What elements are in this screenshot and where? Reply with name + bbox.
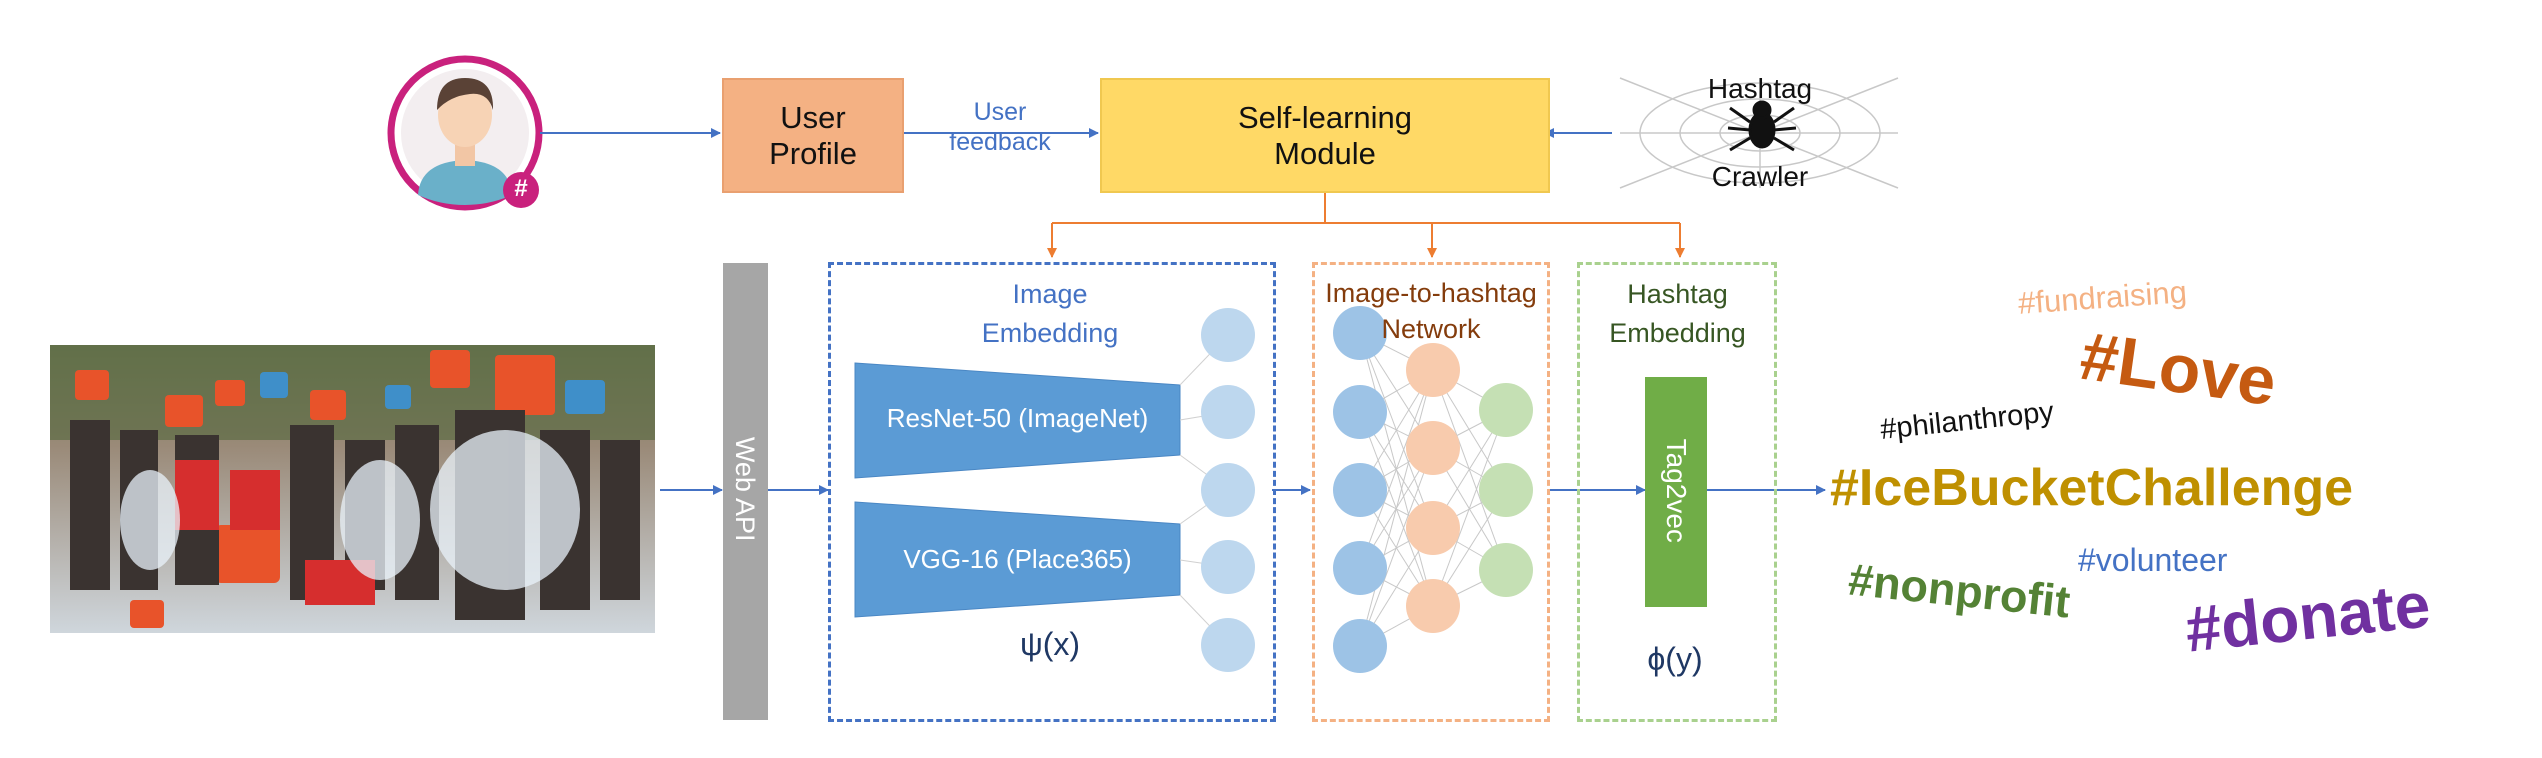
network-edge (1359, 447, 1434, 647)
network-edge (1359, 369, 1434, 647)
network-input-nodes (1333, 306, 1387, 673)
network-output-node-2 (1479, 463, 1533, 517)
network-hidden-node-2 (1406, 421, 1460, 475)
network-input-node-1 (1333, 306, 1387, 360)
psi-label: ψ(x) (1019, 626, 1081, 662)
self-learning-module-label: Self-learning Module (1237, 99, 1413, 171)
network-input-node-4 (1333, 541, 1387, 595)
ice-bucket-photo (50, 345, 655, 633)
network-edge (1432, 409, 1507, 607)
image-to-hashtag-section (1312, 262, 1550, 722)
network-hidden-nodes (1406, 343, 1460, 633)
network-hidden-node-4 (1406, 579, 1460, 633)
user-feedback-label: User feedback (949, 98, 1051, 156)
hashtag-embedding-title: Hashtag Embedding (1609, 279, 1746, 349)
tag2vec-label: Tag2vec (1660, 438, 1692, 543)
hashtag-volunteer: #volunteer (2078, 542, 2228, 578)
network-input-node-5 (1333, 619, 1387, 673)
network-output-node-3 (1479, 543, 1533, 597)
spider-web-icon (1619, 77, 1899, 189)
image-embedding-nodes (1201, 308, 1255, 672)
network-output-nodes (1479, 383, 1533, 597)
user-profile-box: User Profile (722, 78, 904, 193)
hashtag-crawler-bottom-label: Crawler (1711, 161, 1809, 192)
image-embedding-title: Image Embedding (981, 279, 1119, 349)
i2h-network-title: Image-to-hashtag Network (1325, 278, 1537, 345)
image-embedding-section (828, 262, 1276, 722)
network-input-node-2 (1333, 385, 1387, 439)
hashtag-crawler-top-label: Hashtag (1707, 73, 1813, 104)
self-learning-distribution-arrows (1047, 193, 1685, 258)
network-edge (1359, 369, 1434, 569)
user-avatar (387, 55, 543, 211)
avatar-badge-label: # (514, 175, 528, 202)
web-api-label: Web API (730, 436, 761, 542)
hashtag-badge-icon (503, 172, 539, 208)
vgg-label: VGG-16 (Place365) (903, 544, 1132, 574)
hashtag-icebucketchallenge: #IceBucketChallenge (1830, 459, 2354, 517)
tag2vec-bar (1645, 377, 1707, 607)
phi-label: ϕ(y) (1647, 641, 1703, 677)
network-edge (1432, 369, 1507, 571)
spider-icon (1727, 100, 1797, 152)
network-output-node-1 (1479, 383, 1533, 437)
self-learning-module-box: Self-learning Module (1100, 78, 1550, 193)
web-api-bar (723, 263, 768, 720)
network-hidden-node-1 (1406, 343, 1460, 397)
hashtag-embedding-section (1577, 262, 1777, 722)
resnet-label: ResNet-50 (ImageNet) (886, 403, 1149, 433)
network-hidden-node-3 (1406, 501, 1460, 555)
user-profile-label: User Profile (769, 99, 857, 171)
network-input-node-3 (1333, 463, 1387, 517)
